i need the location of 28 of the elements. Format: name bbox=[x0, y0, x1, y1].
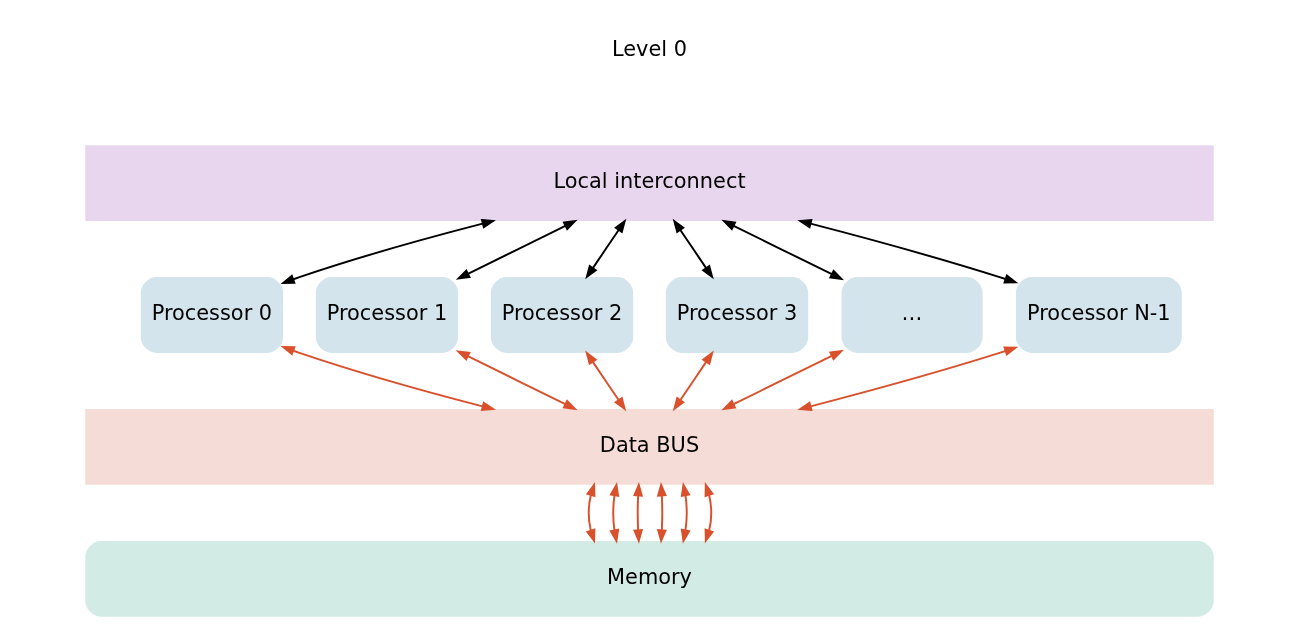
arrow bbox=[455, 219, 578, 280]
arrow bbox=[704, 482, 715, 544]
label: Level 0 bbox=[611, 37, 688, 62]
arrow bbox=[585, 218, 627, 280]
node-box: Data BUS bbox=[85, 409, 1214, 485]
node-box: Local interconnect bbox=[85, 145, 1214, 221]
arrow bbox=[672, 350, 714, 412]
arrow bbox=[680, 482, 691, 544]
arrow bbox=[280, 346, 496, 412]
node-box: Processor 1 bbox=[315, 277, 459, 353]
arrow bbox=[797, 219, 1019, 284]
arrow bbox=[280, 218, 496, 284]
arrow bbox=[672, 218, 714, 280]
arrow bbox=[633, 481, 644, 544]
node-box: Processor 2 bbox=[490, 277, 634, 353]
node-box: Processor 3 bbox=[665, 277, 809, 353]
node-box: Memory bbox=[85, 540, 1214, 617]
arrow bbox=[721, 349, 844, 411]
node-box: Processor 0 bbox=[140, 277, 284, 353]
node-box: Processor N-1 bbox=[1015, 277, 1182, 353]
arrow bbox=[721, 219, 845, 281]
arrow bbox=[656, 482, 667, 544]
node-box: … bbox=[841, 277, 983, 353]
arrow bbox=[797, 346, 1019, 411]
arrow bbox=[585, 482, 596, 544]
arrow bbox=[455, 350, 578, 411]
arrow bbox=[585, 350, 627, 412]
arrow bbox=[609, 482, 620, 544]
